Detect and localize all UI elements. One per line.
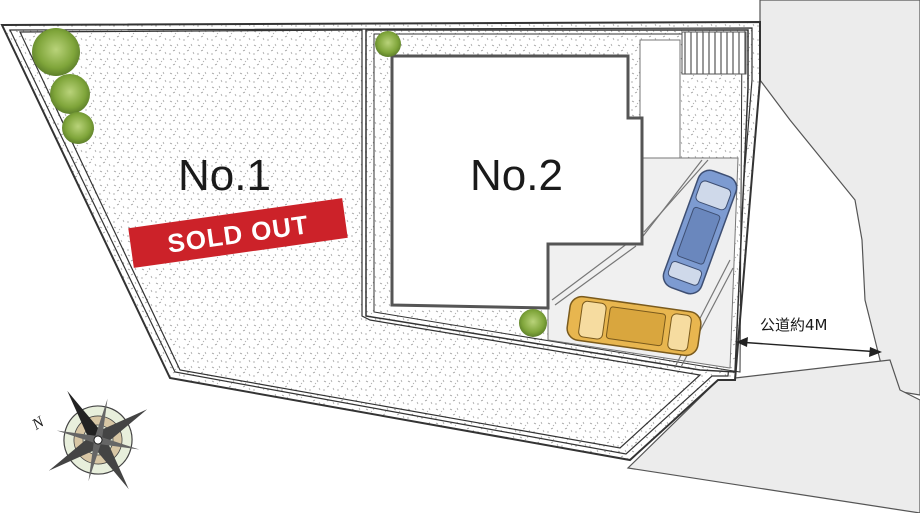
compass-rose-icon (48, 390, 148, 490)
tree-icon (50, 74, 90, 114)
blue-car-icon (662, 169, 738, 295)
lot-1-label: No.1 (178, 151, 271, 200)
tree-icon (32, 28, 80, 76)
tree-icon (62, 112, 94, 144)
public-road (626, 0, 920, 513)
lot-2-label: No.2 (470, 151, 563, 200)
building-footprint (390, 54, 644, 310)
road-width-dimension (736, 337, 882, 357)
tree-icon (375, 31, 401, 57)
trees (32, 28, 547, 337)
road-width-label: 公道約4M (760, 316, 828, 334)
yellow-car-icon (566, 295, 702, 357)
staircase-icon (681, 31, 747, 75)
compass-north-label: N (28, 413, 48, 434)
tree-icon (519, 309, 547, 337)
lot-1 (19, 29, 702, 449)
